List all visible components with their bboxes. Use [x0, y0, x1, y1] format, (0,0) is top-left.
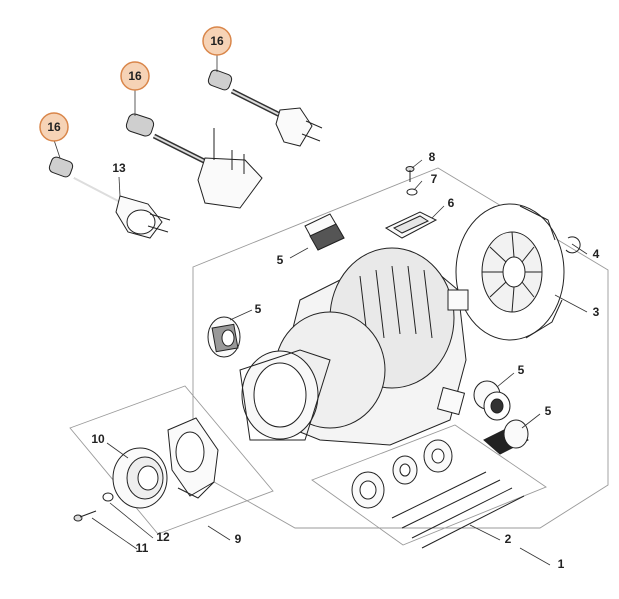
fan-wheel[interactable] — [455, 203, 565, 341]
part-label-10: 10 — [91, 432, 105, 446]
leader-lines — [53, 53, 588, 566]
roller-bearing-right[interactable] — [473, 380, 511, 421]
svg-text:16: 16 — [128, 69, 142, 83]
washer-bottom[interactable] — [102, 492, 114, 502]
power-cord-uk[interactable] — [125, 112, 263, 209]
screw-top[interactable] — [405, 166, 415, 183]
part-label-8: 8 — [429, 150, 436, 164]
seal-housing[interactable] — [167, 417, 219, 499]
part-label-5-roller: 5 — [518, 363, 525, 377]
carbon-brush-upper[interactable] — [304, 213, 345, 251]
part-label-4: 4 — [593, 247, 600, 261]
svg-text:16: 16 — [210, 34, 224, 48]
bearing-kit[interactable] — [351, 439, 525, 549]
part-label-7: 7 — [431, 172, 438, 186]
roller-sleeve-right[interactable] — [483, 419, 529, 455]
part-label-3: 3 — [593, 305, 600, 319]
callout-badge-left: 16 — [39, 112, 69, 142]
callout-badge-middle: 16 — [120, 61, 150, 91]
power-cord-euro[interactable] — [48, 156, 171, 239]
svg-text:16: 16 — [47, 120, 61, 134]
motor-housing[interactable] — [239, 247, 469, 446]
assembly-frame-bearings — [311, 424, 547, 546]
part-label-5-upper: 5 — [277, 253, 284, 267]
seal-ring[interactable] — [112, 447, 168, 509]
part-label-6: 6 — [448, 196, 455, 210]
screw-bottom[interactable] — [73, 510, 97, 522]
washer-top[interactable] — [406, 188, 418, 196]
part-label-9: 9 — [235, 532, 242, 546]
part-label-13: 13 — [112, 161, 126, 175]
part-label-5-sleeve: 5 — [545, 404, 552, 418]
power-cord-us[interactable] — [207, 69, 323, 147]
callout-badge-top: 16 — [202, 26, 232, 56]
brush-holder[interactable] — [207, 316, 241, 358]
part-label-1: 1 — [558, 557, 565, 571]
part-label-2: 2 — [505, 532, 512, 546]
part-label-5-holder: 5 — [255, 302, 262, 316]
part-label-12: 12 — [156, 530, 170, 544]
brush-cover[interactable] — [384, 211, 438, 239]
retaining-clip[interactable] — [565, 236, 581, 254]
part-label-11: 11 — [136, 541, 149, 555]
